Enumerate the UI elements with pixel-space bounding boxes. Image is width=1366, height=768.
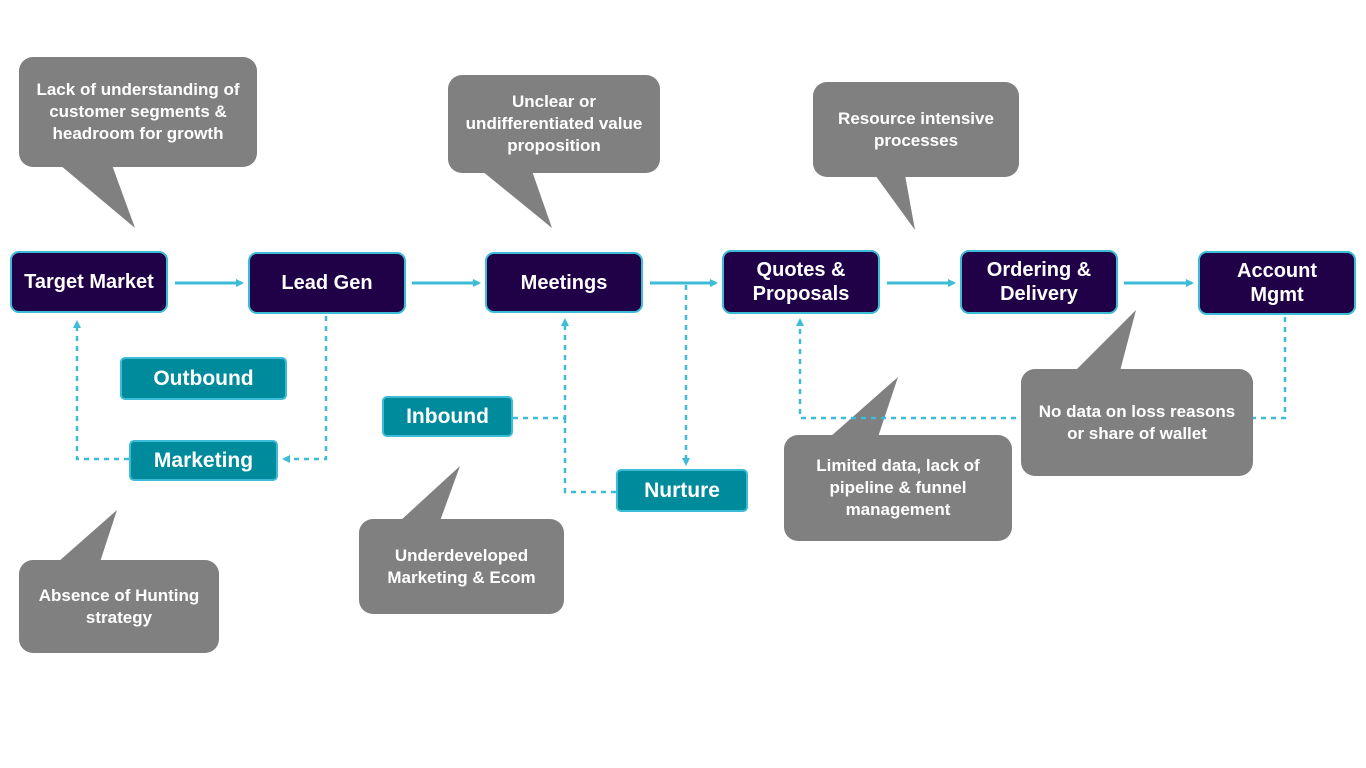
callout-tail (482, 171, 552, 228)
channel-label: Nurture (644, 478, 720, 502)
callout-tail (58, 510, 117, 562)
stage-account-mgmt[interactable]: Account Mgmt (1198, 251, 1356, 315)
callout-value-prop: Unclear or undifferentiated value propos… (448, 75, 660, 173)
channel-marketing[interactable]: Marketing (129, 440, 278, 481)
callout-tail (60, 165, 135, 228)
callout-marketing-ecom: Underdeveloped Marketing & Ecom (359, 519, 564, 614)
stage-label: Lead Gen (281, 272, 373, 294)
channel-inbound[interactable]: Inbound (382, 396, 513, 437)
callout-text: Unclear or undifferentiated value propos… (465, 92, 643, 155)
callout-tail (1075, 310, 1136, 371)
stage-label: Target Market (24, 271, 154, 293)
stage-label: Account Mgmt (1237, 260, 1317, 306)
callout-pipeline: Limited data, lack of pipeline & funnel … (784, 435, 1012, 541)
callout-text: Underdeveloped Marketing & Ecom (387, 545, 536, 587)
stage-meetings[interactable]: Meetings (485, 252, 643, 313)
channel-label: Inbound (406, 404, 489, 428)
channel-label: Marketing (153, 448, 254, 472)
channel-nurture[interactable]: Nurture (616, 469, 748, 512)
stage-quotes-proposals[interactable]: Quotes & Proposals (722, 250, 880, 314)
callout-tail (400, 466, 460, 521)
callout-loss-reasons: No data on loss reasons or share of wall… (1021, 369, 1253, 476)
callout-text: Limited data, lack of pipeline & funnel … (816, 456, 980, 519)
stage-label: Quotes & Proposals (752, 259, 850, 305)
callout-text: Resource intensive processes (838, 108, 994, 150)
callout-segments: Lack of understanding of customer segmen… (19, 57, 257, 167)
inbound-to-meetings-arrow (513, 318, 569, 420)
nurture-to-meetings-line (563, 418, 616, 494)
callout-text: Lack of understanding of customer segmen… (36, 80, 240, 143)
callout-text: Absence of Hunting strategy (38, 585, 200, 627)
callout-text: No data on loss reasons or share of wall… (1038, 402, 1236, 443)
callout-hunting: Absence of Hunting strategy (19, 560, 219, 653)
channel-outbound[interactable]: Outbound (120, 357, 287, 400)
stage-label: Meetings (520, 271, 608, 294)
stage-ordering-delivery[interactable]: Ordering & Delivery (960, 250, 1118, 314)
callout-tail (830, 377, 898, 437)
channel-label: Outbound (153, 366, 254, 390)
callout-resources: Resource intensive processes (813, 82, 1019, 177)
stage-label: Ordering & Delivery (986, 259, 1092, 305)
stage-lead-gen[interactable]: Lead Gen (248, 252, 406, 314)
callout-tail (875, 175, 915, 230)
marketing-to-target-arrow (73, 320, 129, 461)
leadgen-to-marketing-arrow (282, 316, 328, 463)
stage-target-market[interactable]: Target Market (10, 251, 168, 313)
